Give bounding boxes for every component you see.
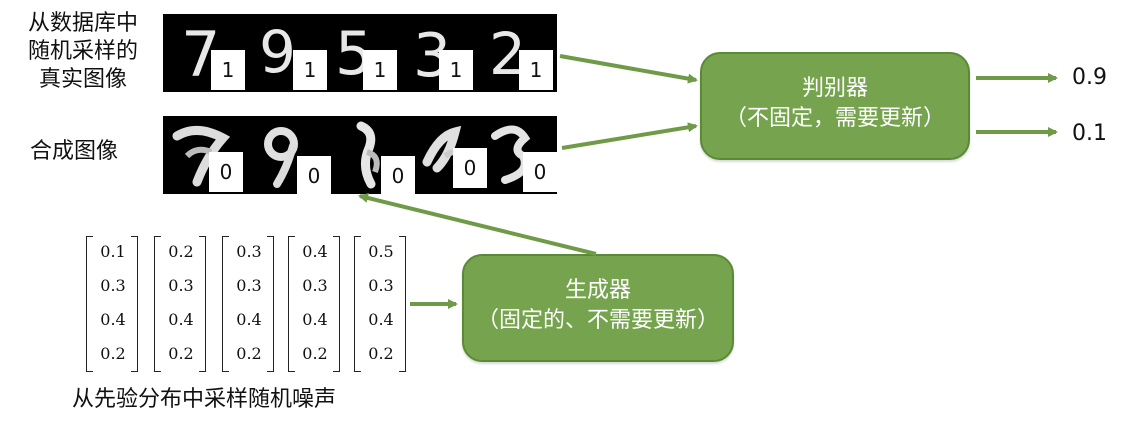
real-tag: 1 xyxy=(519,50,553,90)
real-image-strip: 7 1 9 1 5 1 3 1 2 1 xyxy=(163,14,557,92)
fake-digit-tile xyxy=(481,116,559,194)
noise-value: 0.2 xyxy=(168,344,194,363)
noise-value: 0.3 xyxy=(100,276,126,295)
noise-value: 0.3 xyxy=(368,276,394,295)
noise-value: 0.3 xyxy=(168,276,194,295)
bracket-right xyxy=(267,236,274,372)
bracket-left xyxy=(222,236,229,372)
bracket-left xyxy=(154,236,161,372)
output-fake-score: 0.1 xyxy=(1072,121,1107,146)
real-images-label-line2: 随机采样的 xyxy=(27,39,138,64)
generator-to-fake-arrow xyxy=(358,193,597,256)
noise-value: 0.4 xyxy=(100,310,126,329)
fake-tag: 0 xyxy=(209,152,243,192)
fake-tag: 0 xyxy=(453,148,487,188)
noise-vector: 0.3 0.3 0.4 0.2 xyxy=(222,236,274,372)
fake-digit-tile xyxy=(167,116,245,194)
real-images-label-line1: 从数据库中 xyxy=(27,11,138,36)
real-to-discriminator-arrow xyxy=(559,54,698,84)
noise-value: 0.2 xyxy=(168,242,194,261)
generator-subtitle: （固定的、不需要更新） xyxy=(476,308,719,333)
fake-tag: 0 xyxy=(523,152,557,192)
noise-value: 0.4 xyxy=(368,310,394,329)
noise-value: 0.2 xyxy=(302,344,328,363)
discriminator-subtitle: （不固定，需要更新） xyxy=(724,106,945,131)
real-digit: 9 xyxy=(259,18,296,86)
real-tag: 1 xyxy=(439,50,473,90)
noise-value: 0.1 xyxy=(100,242,126,261)
noise-vector: 0.1 0.3 0.4 0.2 xyxy=(86,236,138,372)
real-images-label-line3: 真实图像 xyxy=(38,67,127,92)
discriminator-title: 判别器 xyxy=(801,76,868,101)
generator-title: 生成器 xyxy=(564,278,631,303)
fake-image-strip: 0 0 0 0 0 xyxy=(163,116,559,196)
noise-value: 0.5 xyxy=(368,242,394,261)
bracket-left xyxy=(86,236,93,372)
noise-value: 0.4 xyxy=(168,310,194,329)
bracket-right xyxy=(399,236,406,372)
noise-vector: 0.4 0.3 0.4 0.2 xyxy=(288,236,340,372)
real-images-label: 从数据库中 随机采样的 真实图像 xyxy=(8,10,158,94)
bracket-left xyxy=(288,236,295,372)
real-digit-tile: 9 xyxy=(247,14,325,92)
noise-vector: 0.2 0.3 0.4 0.2 xyxy=(154,236,206,372)
fake-to-discriminator-arrow xyxy=(561,122,698,150)
noise-value: 0.3 xyxy=(236,242,262,261)
noise-vector: 0.5 0.3 0.4 0.2 xyxy=(354,236,406,372)
noise-value: 0.2 xyxy=(236,344,262,363)
noise-value: 0.2 xyxy=(100,344,126,363)
noise-value: 0.2 xyxy=(368,344,394,363)
fake-tag: 0 xyxy=(297,156,331,196)
bracket-right xyxy=(131,236,138,372)
bracket-right xyxy=(333,236,340,372)
output-real-score: 0.9 xyxy=(1072,65,1107,90)
noise-value: 0.4 xyxy=(302,242,328,261)
generator-box: 生成器 （固定的、不需要更新） xyxy=(462,254,734,362)
noise-value: 0.3 xyxy=(302,276,328,295)
real-tag: 1 xyxy=(211,50,245,90)
fake-digit-tile xyxy=(331,116,409,194)
discriminator-box: 判别器 （不固定，需要更新） xyxy=(700,52,970,160)
fake-digit-tile xyxy=(247,116,325,194)
real-tag: 1 xyxy=(363,50,397,90)
noise-caption: 从先验分布中采样随机噪声 xyxy=(72,387,337,412)
noise-value: 0.4 xyxy=(236,310,262,329)
fake-images-label: 合成图像 xyxy=(30,139,119,164)
real-tag: 1 xyxy=(293,50,327,90)
fake-tag: 0 xyxy=(381,156,415,196)
bracket-right xyxy=(199,236,206,372)
noise-value: 0.3 xyxy=(236,276,262,295)
bracket-left xyxy=(354,236,361,372)
noise-value: 0.4 xyxy=(302,310,328,329)
